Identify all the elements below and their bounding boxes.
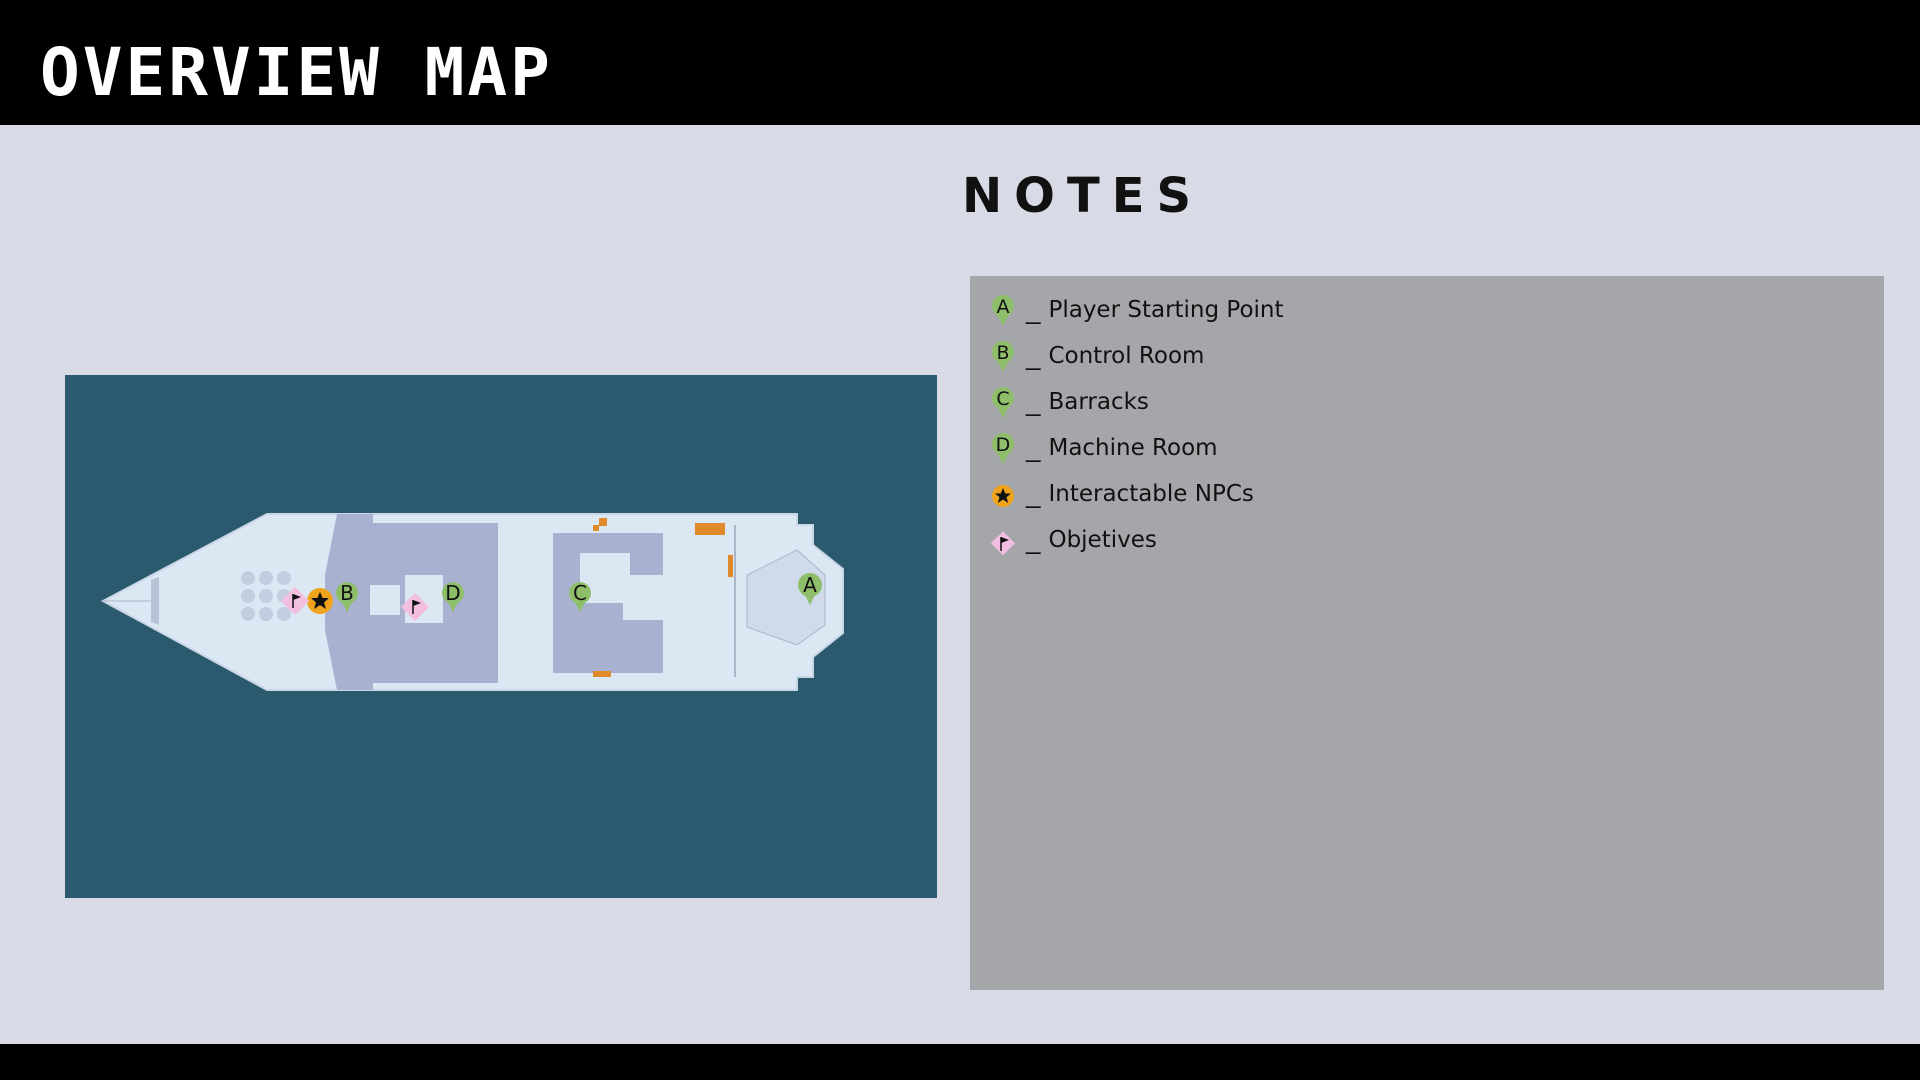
map-pin-b: B [336,581,358,612]
map-pin-a: A [798,573,822,605]
legend-label: Interactable NPCs [1048,481,1254,507]
green-map-pin-icon: B [988,336,1018,376]
orange-star-icon [988,474,1018,514]
green-map-pin-icon: C [988,382,1018,422]
map-label-d: D [445,581,460,605]
pink-flag-icon [988,520,1018,560]
legend-label: Objetives [1048,527,1157,553]
legend-item-machine-room: D _ Machine Room [988,428,1218,468]
bow-rail [151,577,159,625]
map-pin-c: C [569,581,591,612]
barracks-annex [623,575,673,620]
cargo-crate [728,555,733,577]
cargo-crate [593,671,611,677]
notes-title: NOTES [962,168,1204,224]
svg-text:D: D [996,434,1011,456]
objective-flag-icon [280,586,310,616]
footer-bar [0,1044,1920,1080]
cargo-crate [599,518,607,526]
legend-label: Control Room [1048,343,1205,369]
map-label-a: A [803,573,817,597]
objective-flag-icon [400,592,430,622]
ship-map-drawing: A B C D [100,513,844,691]
svg-text:B: B [996,342,1009,364]
svg-text:C: C [996,388,1009,410]
legend-item-barracks: C _ Barracks [988,382,1149,422]
legend-item-npcs: _ Interactable NPCs [988,474,1254,514]
legend-label: Barracks [1048,389,1149,415]
legend-item-player-start: A _ Player Starting Point [988,290,1284,330]
map-label-c: C [573,581,587,605]
deck-barrels [241,571,291,621]
ship-overview-map: A B C D [65,375,937,898]
npc-star-icon [307,588,333,614]
cargo-crate [593,525,599,531]
notes-panel: A _ Player Starting Point B _ Control Ro… [970,276,1884,990]
legend-item-control-room: B _ Control Room [988,336,1204,376]
legend-label: Machine Room [1048,435,1218,461]
map-label-b: B [340,581,354,605]
control-room-hatch [370,585,400,615]
legend-label: Player Starting Point [1048,297,1284,323]
page-title: OVERVIEW MAP [40,34,553,111]
map-pin-d: D [442,581,464,612]
green-map-pin-icon: D [988,428,1018,468]
green-map-pin-icon: A [988,290,1018,330]
legend-item-objectives: _ Objetives [988,520,1157,560]
svg-text:A: A [997,296,1010,318]
header-bar: OVERVIEW MAP [0,0,1920,125]
stern-deck [746,549,826,646]
cargo-crate [695,523,725,535]
